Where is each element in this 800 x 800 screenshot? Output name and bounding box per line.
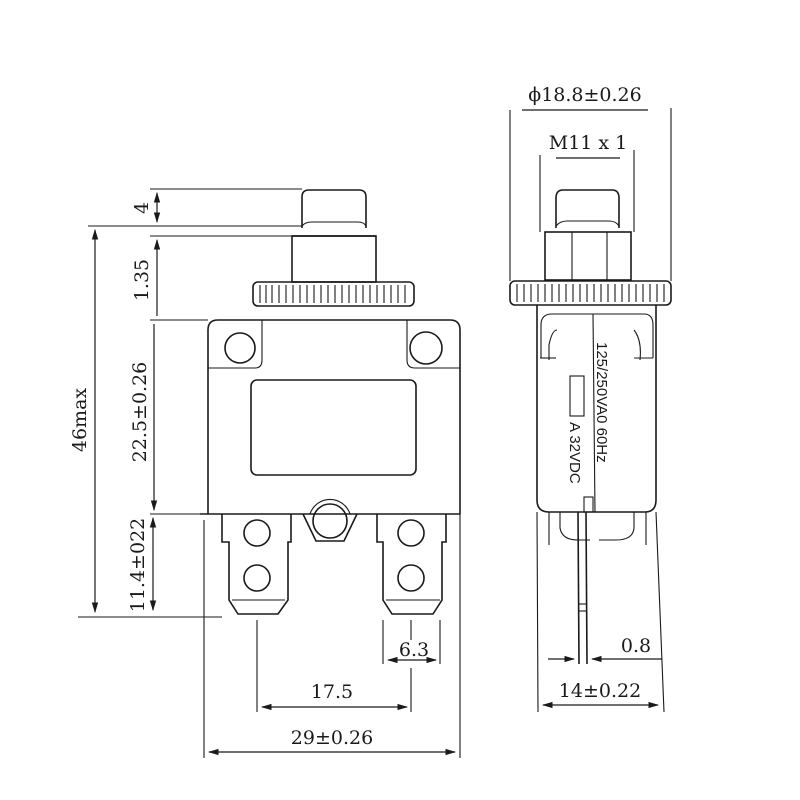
dim-terminal-height: 11.4±022 xyxy=(127,518,149,613)
terminal-right xyxy=(376,514,447,615)
center-screw xyxy=(302,498,358,542)
mounting-hole-left xyxy=(224,332,256,364)
dim-knurl-diameter: ϕ18.8±0.26 xyxy=(528,84,641,106)
side-body xyxy=(536,305,657,545)
dim-body-depth: 14±0.22 xyxy=(559,680,641,702)
dim-overall-height: 46max xyxy=(69,388,91,453)
side-hex-nut xyxy=(544,231,632,281)
dim-button-height: 4 xyxy=(131,202,153,214)
side-dimension-lines xyxy=(522,109,662,709)
dim-terminal-width: 6.3 xyxy=(399,639,429,661)
dim-collar-height: 1.35 xyxy=(131,259,153,301)
dim-terminal-thickness: 0.8 xyxy=(621,635,651,657)
side-terminal xyxy=(577,496,594,665)
breaker-body xyxy=(200,319,461,515)
hex-collar xyxy=(291,235,377,283)
push-button xyxy=(301,189,367,228)
dim-thread-size: M11 x 1 xyxy=(549,132,628,154)
mounting-hole-right xyxy=(409,331,443,365)
rating-dc-label: A 32VDC xyxy=(566,422,583,484)
side-extension-lines xyxy=(509,108,672,713)
side-knurled-nut xyxy=(509,280,672,306)
rating-box xyxy=(569,375,585,417)
side-view: 125/250VA0 60Hz A 32VDC ϕ18.8±0.26 M11 x… xyxy=(509,84,672,713)
front-dimension-lines xyxy=(91,191,457,756)
dim-body-width: 29±0.26 xyxy=(291,727,373,749)
terminal-left xyxy=(221,514,292,615)
knurled-nut xyxy=(252,281,415,307)
dim-terminal-spacing: 17.5 xyxy=(311,681,353,703)
side-push-button xyxy=(555,189,620,228)
front-extension-lines xyxy=(78,188,461,758)
front-view: 4 1.35 46max 22.5±0.26 11.4±022 6.3 17.5… xyxy=(69,188,461,758)
dim-body-height: 22.5±0.26 xyxy=(129,362,151,463)
label-window xyxy=(250,379,417,476)
rating-ac-label: 125/250VA0 60Hz xyxy=(593,342,610,463)
